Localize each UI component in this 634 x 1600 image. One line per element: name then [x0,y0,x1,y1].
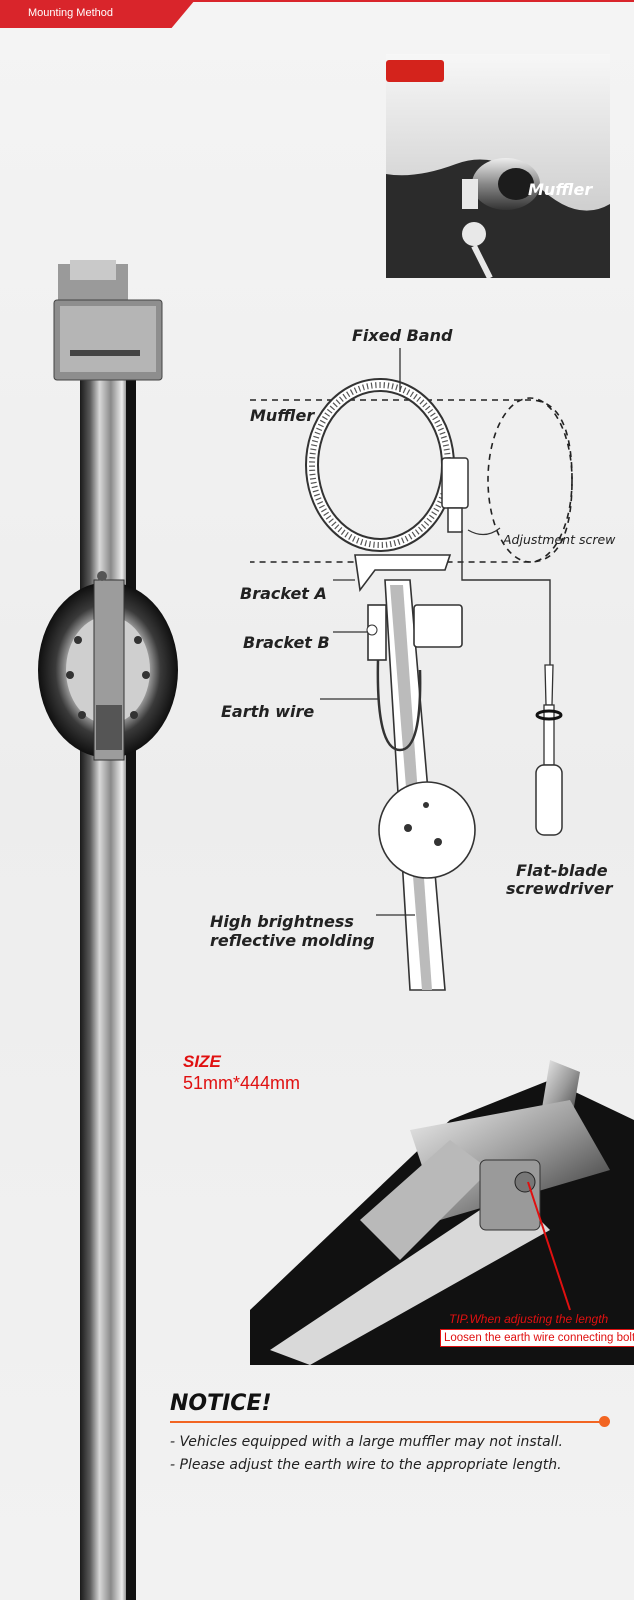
muffler-photo-label: Muffler [528,180,593,199]
tip-line2: Loosen the earth wire connecting bolts. [440,1329,634,1347]
label-earth-wire: Earth wire [221,702,315,721]
label-bracket-a: Bracket A [240,584,327,603]
label-adjustment-screw: Adjustment screw [503,532,616,547]
label-bracket-b: Bracket B [243,633,330,652]
label-fixed-band: Fixed Band [352,326,453,345]
size-title: SIZE [183,1052,221,1071]
product-photo-strap [38,260,178,1600]
notice-item: - Vehicles equipped with a large muffler… [170,1434,563,1450]
tip-line1: TIP.When adjusting the length [449,1312,609,1326]
muffler-photo: Muffler [386,54,610,278]
header-title: Mounting Method [28,7,113,19]
size-value: 51mm*444mm [183,1073,301,1093]
notice-divider [170,1421,602,1423]
header-rule [0,0,634,2]
header-tab: Mounting Method [0,0,195,28]
label-molding-2: reflective molding [210,931,375,950]
closeup-photo [250,1060,634,1365]
mounting-diagram [250,348,573,991]
notice-divider-dot [599,1416,610,1427]
label-screwdriver-2: screwdriver [506,879,613,898]
notice-title: NOTICE! [170,1391,272,1416]
label-muffler: Muffler [250,406,315,425]
notice-item: - Please adjust the earth wire to the ap… [170,1457,562,1473]
label-molding-1: High brightness [210,912,354,931]
label-screwdriver-1: Flat-blade [516,861,608,880]
